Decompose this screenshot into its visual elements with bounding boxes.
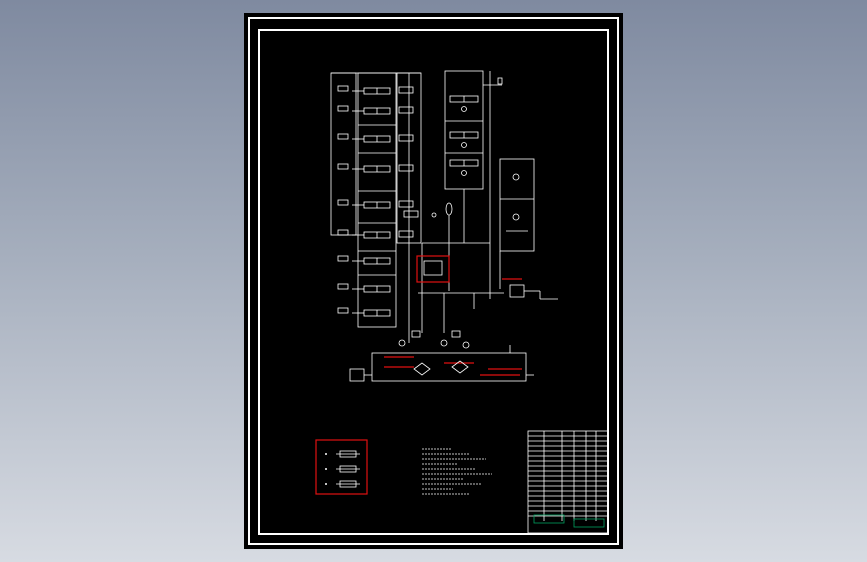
valve-panel-far-right <box>499 158 535 289</box>
parts-list-title-block <box>527 430 609 534</box>
technical-notes <box>422 448 492 495</box>
valve-symbol <box>337 199 414 209</box>
valve-symbol <box>337 85 414 95</box>
valve-column-top-right <box>444 70 503 299</box>
valve-symbol <box>449 131 479 148</box>
sheet-outer-border <box>248 17 619 545</box>
highlighted-filter-box[interactable] <box>416 255 450 283</box>
pump-station <box>398 202 558 349</box>
valve-symbol <box>337 307 391 317</box>
valve-stack-left <box>330 72 422 343</box>
drawing-sheet[interactable] <box>244 13 623 549</box>
valve-symbol <box>449 95 479 112</box>
valve-symbol <box>337 283 391 293</box>
valve-symbol <box>449 159 479 176</box>
valve-symbol <box>337 105 414 115</box>
directional-valves-right <box>449 95 479 176</box>
hydraulic-schematic <box>315 70 609 534</box>
valve-symbol <box>337 229 414 239</box>
sheet-inner-border <box>258 29 609 535</box>
valve-symbol <box>337 255 391 265</box>
oil-tank <box>349 345 534 382</box>
directional-valves-left <box>337 85 414 317</box>
symbol-legend[interactable] <box>315 439 368 495</box>
valve-symbol <box>337 133 414 143</box>
valve-symbol <box>337 163 414 173</box>
